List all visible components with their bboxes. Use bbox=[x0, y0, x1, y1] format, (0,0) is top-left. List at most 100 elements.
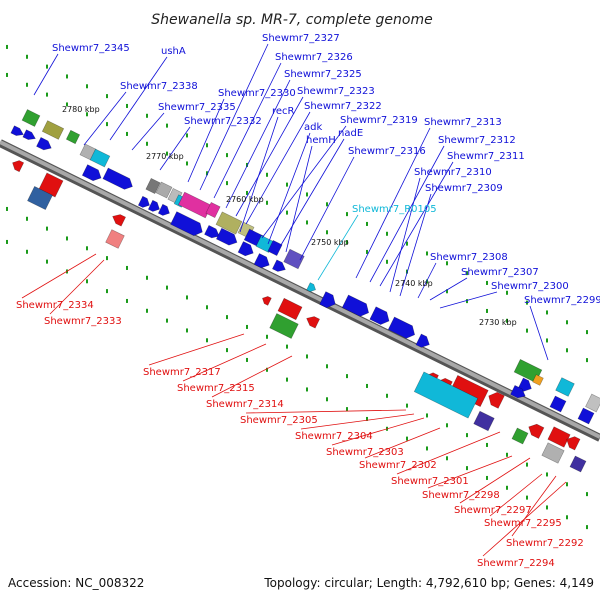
gene-block[interactable] bbox=[277, 297, 303, 321]
gene-label[interactable]: Shewmr7_2330 bbox=[218, 88, 296, 99]
gene-block[interactable] bbox=[145, 178, 161, 194]
gene-label[interactable]: Shewmr7_2327 bbox=[262, 33, 340, 44]
gene-label[interactable]: Shewmr7_2298 bbox=[422, 490, 500, 501]
gene-label[interactable]: Shewmr7_2310 bbox=[414, 167, 492, 178]
gene-arrow[interactable] bbox=[137, 195, 151, 209]
gene-label[interactable]: hemH bbox=[306, 135, 336, 146]
gene-block[interactable] bbox=[215, 211, 243, 235]
gene-arrow[interactable] bbox=[517, 377, 534, 394]
gene-label[interactable]: Shewmr7_2314 bbox=[206, 399, 284, 410]
gene-arrow[interactable] bbox=[22, 129, 37, 142]
gene-label[interactable]: Shewmr7_2305 bbox=[240, 415, 318, 426]
gene-block[interactable] bbox=[541, 442, 565, 464]
gene-label[interactable]: Shewmr7_2325 bbox=[284, 69, 362, 80]
gene-arrow[interactable] bbox=[204, 225, 222, 240]
gene-label[interactable]: recR bbox=[272, 106, 295, 117]
gene-label[interactable]: Shewmr7_2326 bbox=[275, 52, 353, 63]
gene-arrow[interactable] bbox=[36, 137, 54, 152]
gene-block[interactable] bbox=[283, 248, 305, 270]
gene-label[interactable]: Shewmr7_2319 bbox=[340, 115, 418, 126]
gene-block[interactable] bbox=[105, 229, 125, 249]
gene-label[interactable]: Shewmr7_2334 bbox=[16, 300, 94, 311]
gene-label[interactable]: nadE bbox=[338, 128, 363, 139]
gene-label[interactable]: Shewmr7_2322 bbox=[304, 101, 382, 112]
gene-arrow[interactable] bbox=[10, 158, 25, 173]
gene-block[interactable] bbox=[413, 371, 479, 419]
track-dot bbox=[266, 200, 268, 205]
gene-label[interactable]: Shewmr7_2307 bbox=[461, 267, 539, 278]
gene-arrow[interactable] bbox=[341, 294, 372, 319]
gene-label[interactable]: Shewmr7_2294 bbox=[477, 558, 555, 569]
gene-label[interactable]: Shewmr7_2308 bbox=[430, 252, 508, 263]
gene-label[interactable]: Shewmr7_2312 bbox=[438, 135, 516, 146]
gene-label[interactable]: adk bbox=[304, 122, 322, 133]
gene-block[interactable] bbox=[178, 191, 212, 219]
gene-label[interactable]: Shewmr7_2311 bbox=[447, 151, 525, 162]
gene-arrow[interactable] bbox=[110, 212, 126, 227]
gene-label[interactable]: Shewmr7_2299 bbox=[524, 295, 600, 306]
gene-arrow[interactable] bbox=[261, 295, 272, 306]
gene-block[interactable] bbox=[547, 426, 571, 448]
gene-arrow[interactable] bbox=[415, 333, 432, 350]
gene-arrow[interactable] bbox=[215, 227, 239, 248]
gene-block[interactable] bbox=[155, 181, 173, 199]
gene-arrow[interactable] bbox=[387, 316, 418, 341]
gene-block[interactable] bbox=[569, 455, 587, 473]
gene-block[interactable] bbox=[549, 395, 567, 413]
gene-label[interactable]: Shewmr7_2316 bbox=[348, 146, 426, 157]
gene-label[interactable]: Shewmr7_2335 bbox=[158, 102, 236, 113]
gene-label[interactable]: Shewmr7_2292 bbox=[506, 538, 584, 549]
gene-label[interactable]: Shewmr7_2297 bbox=[454, 505, 532, 516]
gene-block[interactable] bbox=[21, 109, 41, 127]
gene-label[interactable]: Shewmr7_2338 bbox=[120, 81, 198, 92]
gene-arrow[interactable] bbox=[81, 164, 103, 184]
gene-arrow[interactable] bbox=[157, 203, 171, 217]
gene-block[interactable] bbox=[585, 393, 600, 413]
gene-block[interactable] bbox=[41, 120, 65, 140]
gene-arrow[interactable] bbox=[510, 385, 528, 400]
track-dot bbox=[246, 162, 248, 167]
gene-block[interactable] bbox=[27, 186, 53, 210]
gene-arrow[interactable] bbox=[170, 211, 206, 239]
gene-label[interactable]: Shewmr7_2333 bbox=[44, 316, 122, 327]
gene-label[interactable]: Shewmr7_2317 bbox=[143, 367, 221, 378]
gene-arrow[interactable] bbox=[319, 291, 339, 311]
gene-arrow[interactable] bbox=[304, 314, 320, 329]
gene-label[interactable]: Shewmr7_2301 bbox=[391, 476, 469, 487]
gene-block[interactable] bbox=[205, 202, 221, 218]
gene-label[interactable]: Shewmr7_2300 bbox=[491, 281, 569, 292]
gene-block[interactable] bbox=[89, 148, 111, 168]
gene-arrow[interactable] bbox=[237, 241, 256, 259]
gene-label[interactable]: ushA bbox=[161, 46, 186, 57]
track-dot bbox=[186, 161, 188, 166]
gene-arrow[interactable] bbox=[306, 282, 318, 294]
gene-block[interactable] bbox=[532, 374, 544, 386]
gene-label[interactable]: Shewmr7_2332 bbox=[184, 116, 262, 127]
gene-label[interactable]: Shewmr7_2302 bbox=[359, 460, 437, 471]
gene-arrow[interactable] bbox=[272, 259, 287, 274]
gene-arrow[interactable] bbox=[369, 306, 392, 328]
gene-label[interactable]: Shewmr7_2303 bbox=[326, 447, 404, 458]
gene-label[interactable]: Shewmr7_2323 bbox=[297, 86, 375, 97]
gene-block[interactable] bbox=[511, 427, 529, 445]
gene-block[interactable] bbox=[473, 410, 495, 432]
gene-block[interactable] bbox=[65, 129, 81, 145]
gene-block[interactable] bbox=[555, 377, 575, 397]
gene-block[interactable] bbox=[577, 407, 595, 425]
gene-arrow[interactable] bbox=[10, 125, 25, 138]
gene-label[interactable]: Shewmr7_2304 bbox=[295, 431, 373, 442]
gene-label[interactable]: Shewmr7_R0105 bbox=[352, 204, 437, 215]
gene-label[interactable]: Shewmr7_2345 bbox=[52, 43, 130, 54]
gene-arrow[interactable] bbox=[526, 422, 545, 439]
gene-arrow[interactable] bbox=[253, 253, 272, 271]
gene-arrow[interactable] bbox=[102, 167, 135, 192]
gene-label[interactable]: Shewmr7_2313 bbox=[424, 117, 502, 128]
gene-arrow[interactable] bbox=[486, 390, 505, 409]
gene-block[interactable] bbox=[269, 313, 299, 339]
gene-label[interactable]: Shewmr7_2315 bbox=[177, 383, 255, 394]
gene-block[interactable] bbox=[267, 240, 283, 256]
gene-arrow[interactable] bbox=[147, 199, 161, 213]
gene-arrow[interactable] bbox=[564, 434, 581, 451]
gene-label[interactable]: Shewmr7_2295 bbox=[484, 518, 562, 529]
gene-label[interactable]: Shewmr7_2309 bbox=[425, 183, 503, 194]
